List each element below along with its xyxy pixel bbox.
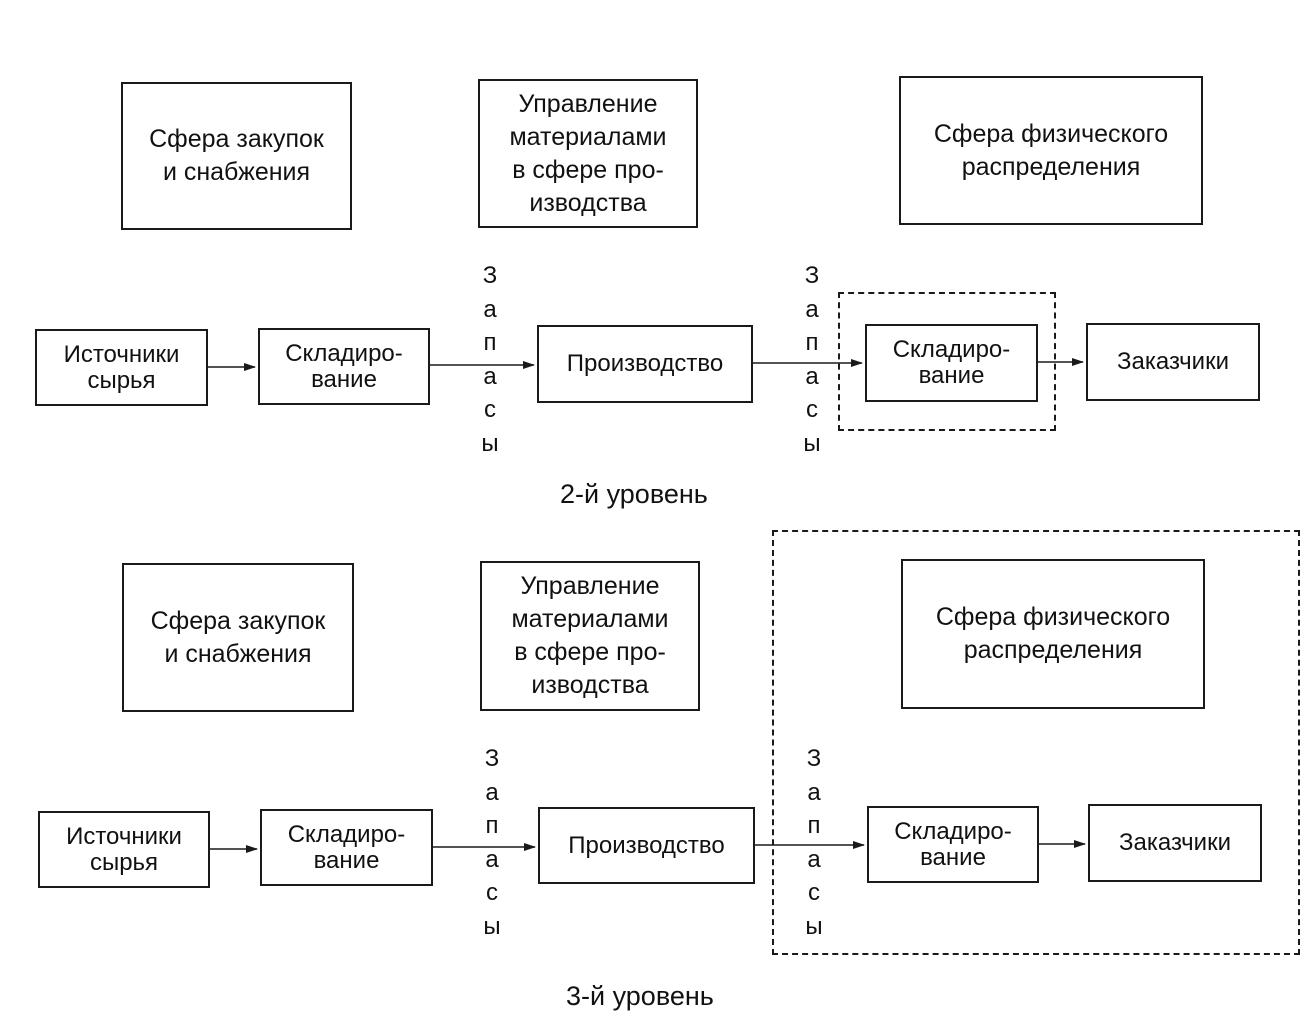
customers-box-level2: Заказчики xyxy=(1086,323,1260,401)
sources-box-level2: Источники сырья xyxy=(35,329,208,406)
warehousing-out-label: Складиро- вание xyxy=(894,817,1012,871)
distribution-label: Сфера физического распределения xyxy=(933,119,1169,181)
warehousing-in-label: Складиро- вание xyxy=(285,339,403,393)
production-label: Производство xyxy=(566,350,724,377)
production-box-level2: Производство xyxy=(537,325,753,403)
warehousing-out-box-level2: Складиро- вание xyxy=(865,324,1038,402)
distribution-label: Сфера физического распределения xyxy=(935,603,1171,664)
production-management-box-level3: Управление материалами в сфере про- изво… xyxy=(480,561,700,711)
warehousing-in-label: Складиро- вание xyxy=(287,820,406,874)
warehousing-in-box-level2: Складиро- вание xyxy=(258,328,430,405)
sources-label: Источники сырья xyxy=(63,340,180,394)
distribution-box-level2: Сфера физического распределения xyxy=(899,76,1203,225)
customers-label: Заказчики xyxy=(1117,348,1229,375)
customers-label: Заказчики xyxy=(1119,829,1231,856)
level-caption-3: 3-й уровень xyxy=(566,981,714,1011)
production-box-level3: Производство xyxy=(538,807,755,884)
sources-label: Источники сырья xyxy=(66,822,182,876)
production-management-label: Управление материалами в сфере про- изво… xyxy=(509,89,667,217)
production-management-label: Управление материалами в сфере про- изво… xyxy=(511,572,669,699)
procurement-box-level3: Сфера закупок и снабжения xyxy=(122,563,354,712)
distribution-scope-dashed-level3 xyxy=(772,530,1300,955)
procurement-label: Сфера закупок и снабжения xyxy=(150,606,326,668)
warehousing-out-box-level3: Складиро- вание xyxy=(867,806,1039,883)
production-management-box-level2: Управление материалами в сфере про- изво… xyxy=(478,79,698,228)
production-label: Производство xyxy=(568,831,725,859)
warehousing-out-label: Складиро- вание xyxy=(892,336,1011,389)
customers-box-level3: Заказчики xyxy=(1088,804,1262,882)
warehousing-in-box-level3: Складиро- вание xyxy=(260,809,433,886)
procurement-box-level2: Сфера закупок и снабжения xyxy=(121,82,352,230)
distribution-box-level3: Сфера физического распределения xyxy=(901,559,1205,709)
level-caption-2: 2-й уровень xyxy=(560,479,708,509)
procurement-label: Сфера закупок и снабжения xyxy=(149,125,324,186)
sources-box-level3: Источники сырья xyxy=(38,811,210,888)
